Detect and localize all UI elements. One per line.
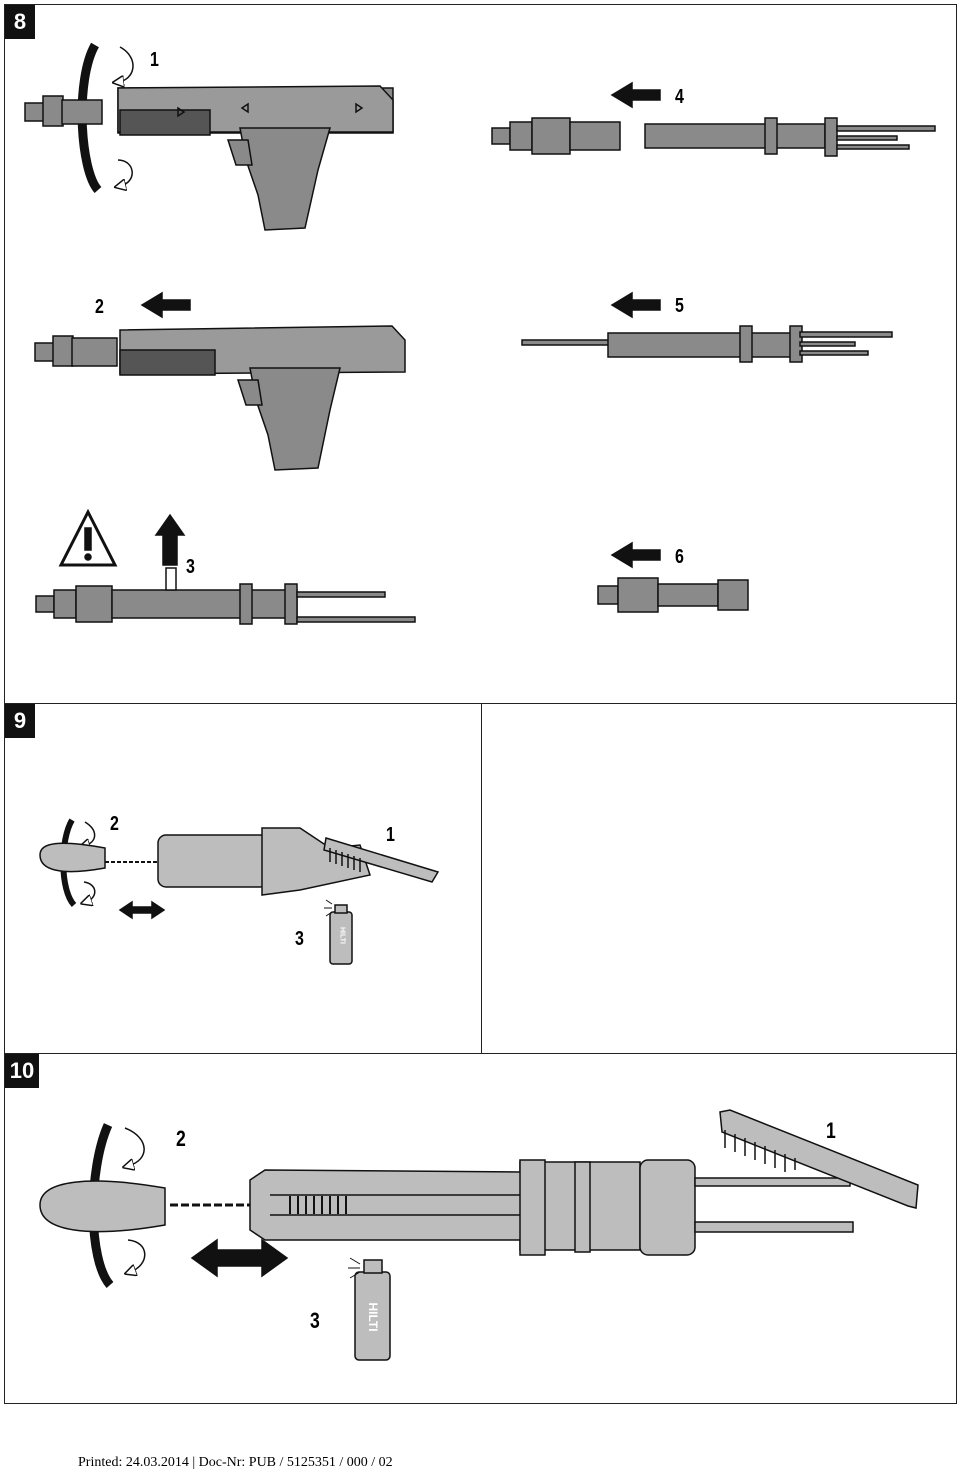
fig8-step-label-4: 4 — [675, 86, 684, 108]
piston-cleaning-fig-9 — [39, 818, 440, 965]
tool-step-1 — [24, 42, 394, 231]
fig10-step-label-1: 1 — [826, 1118, 836, 1143]
fig8-step-label-2: 2 — [95, 296, 104, 318]
piston-cleaning-fig-10 — [39, 1109, 919, 1361]
fig8-step-label-1: 1 — [150, 49, 159, 71]
fig8-step-label-5: 5 — [675, 295, 684, 317]
tool-step-2 — [34, 291, 406, 471]
fig8-step-label-6: 6 — [675, 546, 684, 568]
fig8-step-label-3: 3 — [186, 556, 195, 578]
parts-step-3 — [35, 508, 416, 625]
parts-step-5 — [521, 291, 893, 363]
fig10-step-label-3: 3 — [310, 1308, 320, 1333]
print-footer: Printed: 24.03.2014 | Doc-Nr: PUB / 5125… — [78, 1455, 393, 1470]
figure-10-panel — [4, 1053, 957, 1404]
fig10-spray-can-logo: HILTI — [366, 1302, 380, 1332]
figure-8-badge: 8 — [5, 5, 35, 39]
figure-9-badge: 9 — [5, 704, 35, 738]
figure-10-badge: 10 — [5, 1054, 39, 1088]
parts-step-4 — [491, 81, 936, 157]
fig9-step-label-3: 3 — [295, 928, 304, 950]
fig9-spray-can-logo: HILTI — [338, 927, 346, 944]
parts-step-6 — [597, 541, 749, 613]
fig10-step-label-2: 2 — [176, 1126, 186, 1151]
fig9-step-label-1: 1 — [386, 824, 395, 846]
fig9-step-label-2: 2 — [110, 813, 119, 835]
